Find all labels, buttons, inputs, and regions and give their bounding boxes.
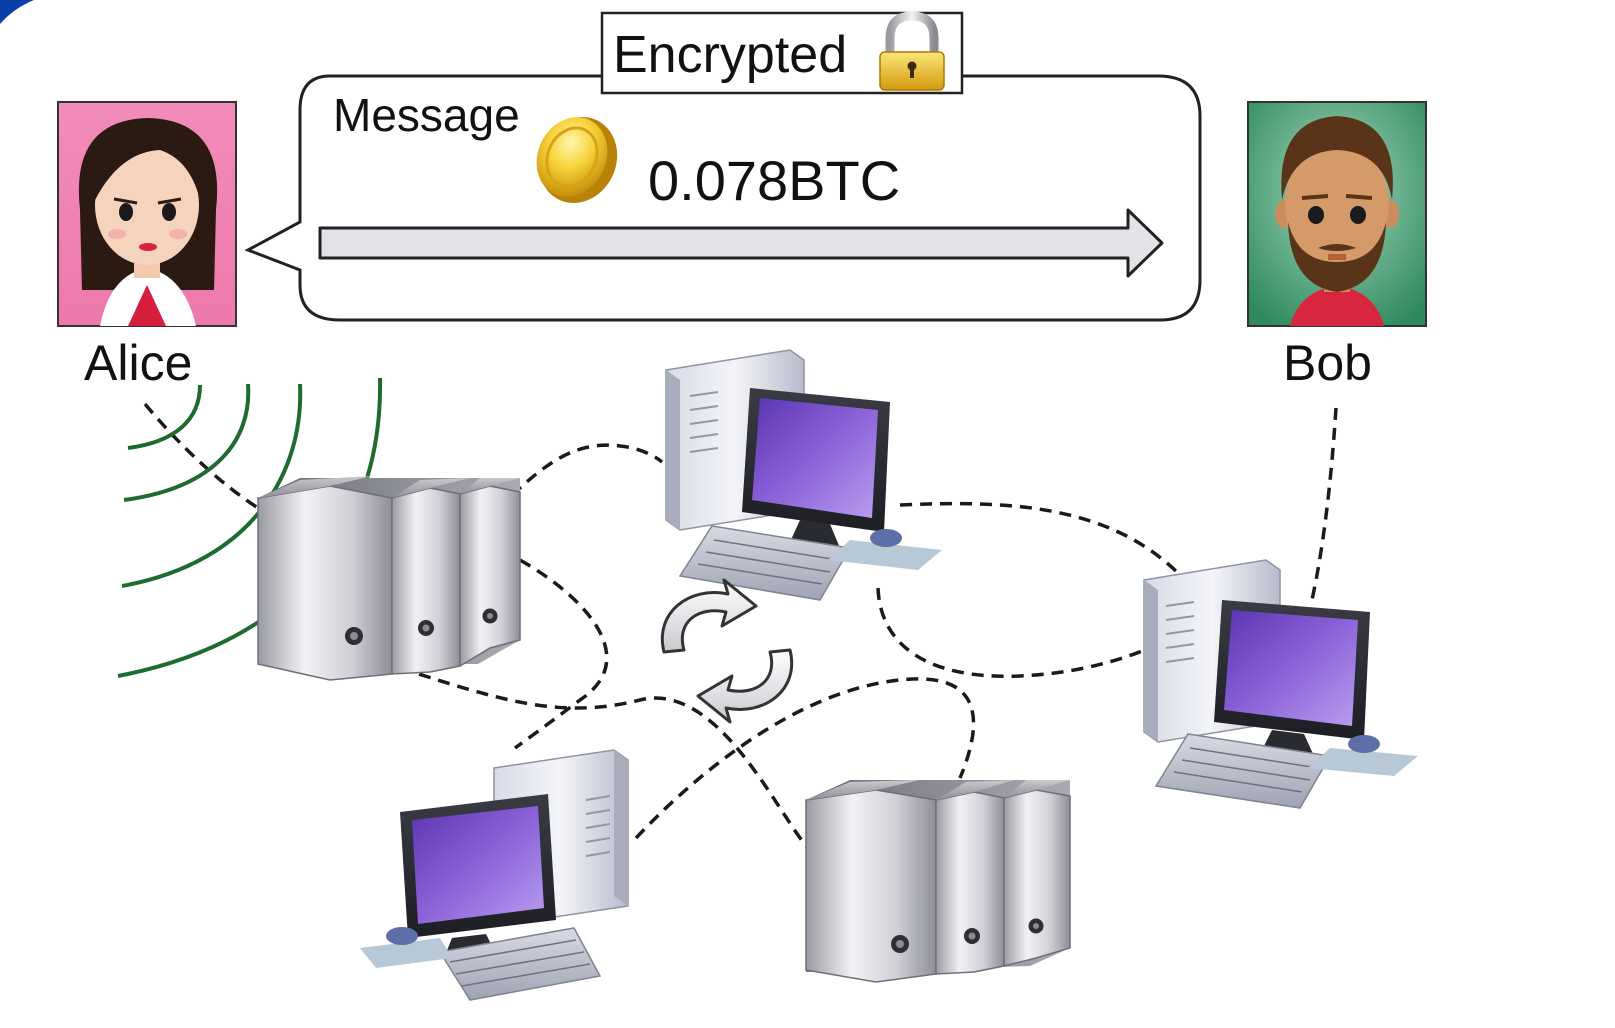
- link-right-pc-to-bob: [1310, 407, 1338, 601]
- workstation-right: [1143, 559, 1418, 809]
- server-rack-left: [257, 476, 521, 681]
- link-top-pc-to-right-pc: [899, 501, 1182, 577]
- alice-avatar: [57, 101, 237, 327]
- network-links: [143, 402, 1338, 852]
- alice-name: Alice: [84, 335, 193, 391]
- encrypted-label: Encrypted: [613, 26, 848, 84]
- bob-name: Bob: [1283, 335, 1372, 391]
- link-server-to-top-pc: [510, 443, 664, 497]
- circular-arrows-icon: [660, 578, 794, 724]
- server-rack-bottom: [805, 780, 1071, 983]
- link-server-to-bottom-server: [399, 666, 812, 852]
- link-server-to-bottom-pc: [513, 558, 609, 750]
- link-top-pc-to-right-pc-lower: [876, 587, 1151, 678]
- link-bottom-pc-to-bottom-server: [634, 677, 976, 840]
- workstation-top: [665, 349, 942, 601]
- padlock-icon: [879, 11, 945, 91]
- workstation-bottom: [360, 749, 629, 1001]
- btc-amount: 0.078BTC: [648, 149, 901, 212]
- message-label: Message: [333, 89, 520, 141]
- corner-accent: [0, 0, 34, 24]
- gold-coin-icon: [536, 117, 618, 203]
- bob-avatar: [1247, 101, 1427, 327]
- transfer-arrow: [318, 208, 1164, 278]
